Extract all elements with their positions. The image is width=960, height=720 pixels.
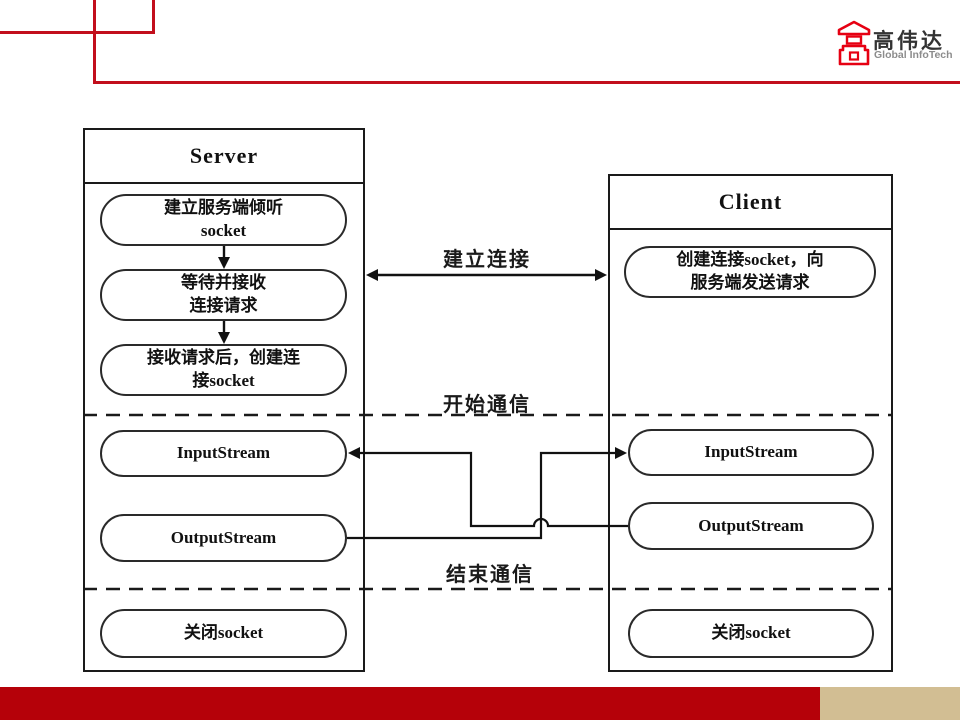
- footer-tan-bar: [820, 687, 960, 720]
- server-output-to-client-input-line: [347, 447, 627, 540]
- client-node-close-socket: 关闭socket: [628, 609, 874, 658]
- client-output-to-server-input-line: [348, 447, 628, 528]
- server-node-create-connection-socket: 接收请求后，创建连 接socket: [100, 344, 347, 396]
- node-text-line: socket: [200, 221, 247, 240]
- start-communication-label: 开始通信: [443, 394, 531, 416]
- gaoweida-emblem-icon: [837, 20, 871, 66]
- node-text-line: OutputStream: [698, 515, 804, 535]
- client-node-outputstream: OutputStream: [628, 502, 874, 550]
- node-text-line: 关闭socket: [183, 623, 264, 643]
- decor-horizontal-line-2: [94, 81, 960, 84]
- decor-vertical-line-2: [152, 0, 155, 33]
- node-text-line: InputStream: [704, 442, 798, 462]
- node-text-line: 连接请求: [189, 296, 258, 315]
- node-text-line: 接socket: [192, 371, 255, 390]
- client-node-create-socket-send-request: 创建连接socket，向 服务端发送请求: [624, 246, 876, 298]
- logo-brand-name: 高伟达: [873, 30, 945, 53]
- node-text-line: 创建连接socket，向: [676, 250, 824, 270]
- server-step2-down-arrow: [218, 321, 230, 344]
- decor-horizontal-line-1: [0, 31, 155, 34]
- client-node-inputstream: InputStream: [628, 429, 874, 476]
- end-communication-label: 结束通信: [446, 564, 534, 586]
- establish-connection-double-arrow: [366, 269, 607, 281]
- server-node-create-listen-socket: 建立服务端倾听 socket: [100, 194, 347, 246]
- node-text-line: 接收请求后，创建连: [147, 348, 300, 368]
- server-node-inputstream: InputStream: [100, 430, 347, 477]
- client-lane-title: Client: [610, 176, 891, 230]
- node-text-line: 建立服务端倾听: [164, 198, 283, 218]
- establish-connection-label: 建立连接: [443, 249, 531, 271]
- server-node-wait-accept-request: 等待并接收 连接请求: [100, 269, 347, 321]
- server-step1-down-arrow: [218, 246, 230, 269]
- node-text-line: InputStream: [176, 443, 271, 463]
- node-text-line: 等待并接收: [181, 273, 266, 293]
- node-text-line: 关闭socket: [711, 623, 791, 643]
- footer-red-bar: [0, 687, 820, 720]
- server-node-close-socket: 关闭socket: [100, 609, 347, 658]
- logo-brand-subtitle: Global InfoTech: [874, 49, 953, 61]
- node-text-line: 服务端发送请求: [690, 273, 810, 292]
- decor-vertical-line-1: [93, 0, 96, 84]
- server-lane-title: Server: [85, 130, 363, 184]
- node-text-line: OutputStream: [170, 527, 277, 547]
- server-node-outputstream: OutputStream: [100, 514, 347, 562]
